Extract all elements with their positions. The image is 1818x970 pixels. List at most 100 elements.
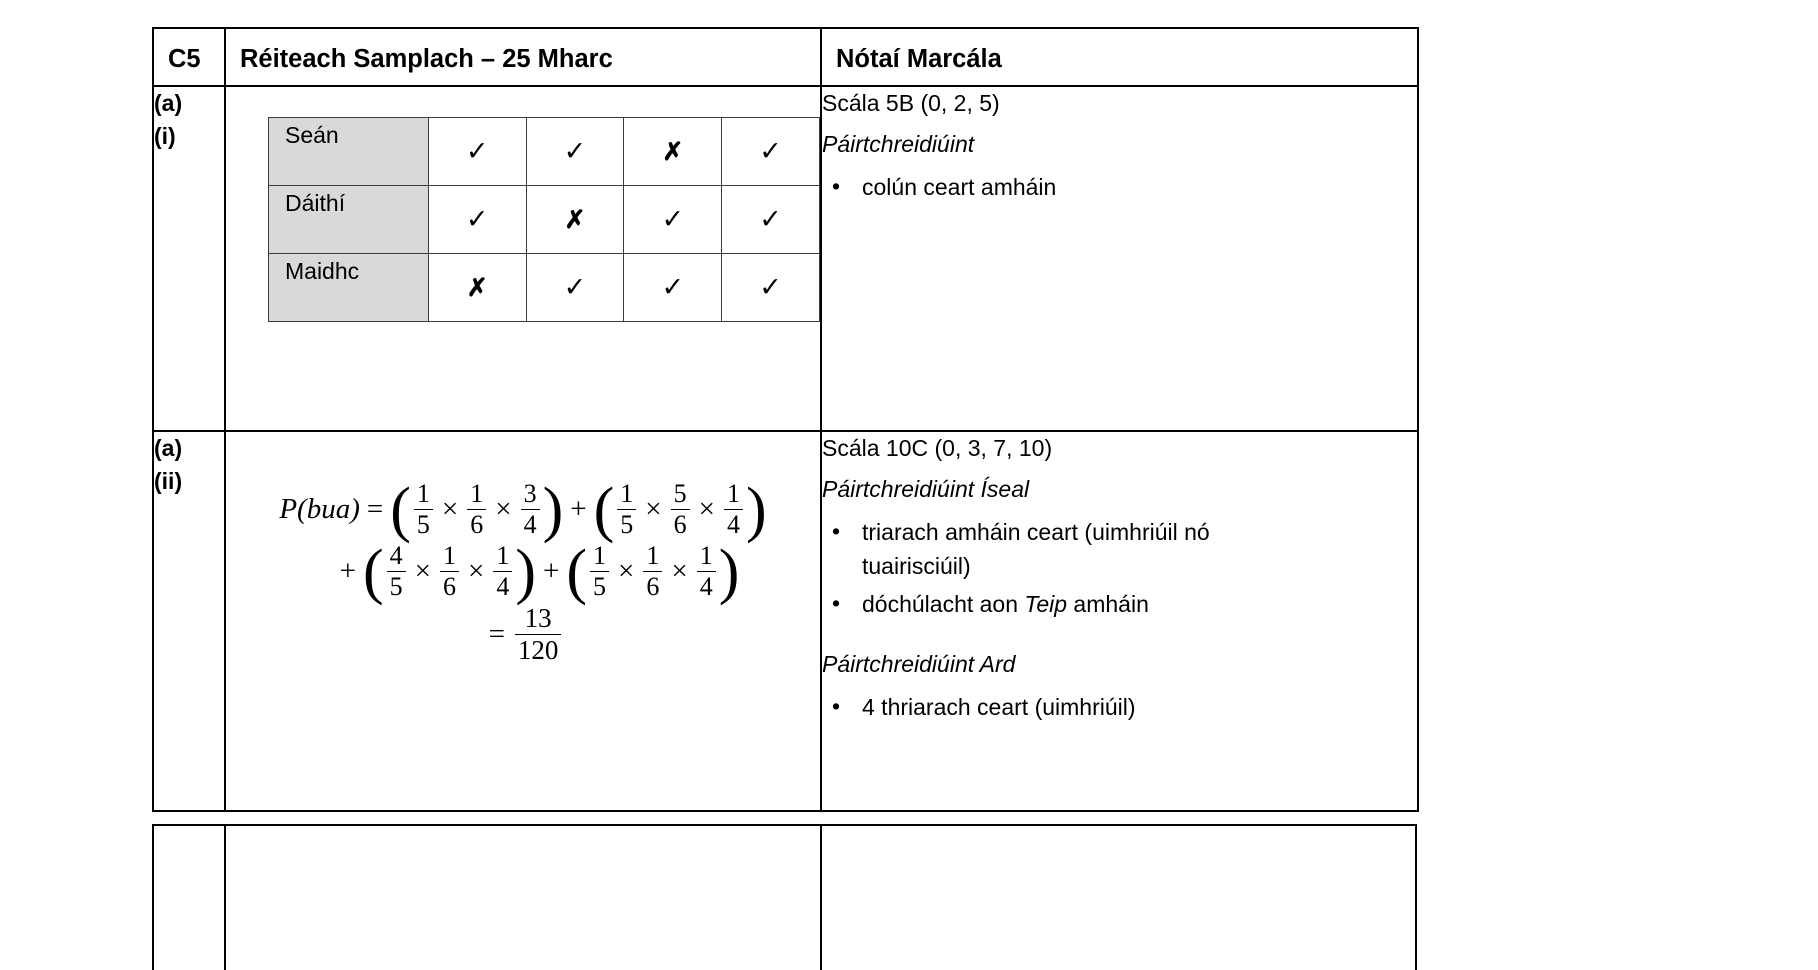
grid-cell-sean-2: ✓	[525, 117, 625, 186]
cross-icon: ✗	[466, 274, 488, 302]
grid-cell-daithi-1: ✓	[427, 185, 527, 254]
equals-sign: =	[366, 492, 384, 525]
table-edge-right	[1415, 824, 1417, 970]
equals-sign: =	[488, 617, 505, 650]
question-subpart: (ii)	[154, 467, 183, 494]
tick-icon: ✓	[563, 136, 587, 166]
header-solution-column: Réiteach Samplach – 25 Mharc	[224, 27, 822, 87]
cross-icon: ✗	[564, 206, 586, 234]
times-sign: ×	[495, 492, 512, 525]
grid-name-maidhc: Maidhc	[268, 253, 429, 322]
question-label-a-i: (a) (i)	[152, 85, 226, 432]
table-edge-mid2	[820, 824, 822, 970]
note-low-heading: Páirtchreidiúint Íseal	[822, 476, 1030, 503]
marking-scheme-table: C5 Réiteach Samplach – 25 Mharc Nótaí Ma…	[152, 27, 1419, 812]
grid-name-daithi: Dáithí	[268, 185, 429, 254]
question-code-text: C5	[168, 44, 201, 73]
solution-cell-a-i: Seán ✓ ✓ ✗ ✓ Dáithí ✓ ✗ ✓ ✓ Maidhc	[224, 85, 822, 432]
bullet-text: triarach amháin ceart (uimhriúil nó	[862, 518, 1210, 545]
grid-cell-daithi-2: ✗	[525, 185, 625, 254]
table-row: (a) (i) Seán ✓ ✓ ✗ ✓ Dáithí ✓ ✗	[152, 85, 1419, 432]
tick-icon: ✓	[465, 136, 489, 166]
grid-cell-daithi-3: ✓	[623, 185, 723, 254]
note-partial-heading-a-i: Páirtchreidiúint	[822, 131, 975, 158]
note-bullet-list-a-i: colún ceart amháin	[822, 169, 1417, 205]
times-sign: ×	[414, 554, 431, 587]
notes-cell-a-i: Scála 5B (0, 2, 5) Páirtchreidiúint colú…	[820, 85, 1419, 432]
spacer	[822, 624, 1417, 648]
plus-sign: +	[543, 554, 560, 587]
tick-icon: ✓	[465, 204, 489, 234]
times-sign: ×	[671, 554, 688, 587]
grid-cell-sean-3: ✗	[623, 117, 723, 186]
note-high-heading: Páirtchreidiúint Ard	[822, 651, 1016, 678]
grid-cell-sean-1: ✓	[427, 117, 527, 186]
grid-cell-maidhc-1: ✗	[427, 253, 527, 322]
tick-icon: ✓	[661, 204, 685, 234]
tick-cross-grid: Seán ✓ ✓ ✗ ✓ Dáithí ✓ ✗ ✓ ✓ Maidhc	[268, 117, 820, 322]
grid-name-sean: Seán	[268, 117, 429, 186]
times-sign: ×	[645, 492, 662, 525]
list-item: 4 thriarach ceart (uimhriúil)	[822, 689, 1417, 725]
tick-icon: ✓	[759, 136, 782, 166]
times-sign: ×	[467, 554, 485, 587]
tick-icon: ✓	[563, 272, 587, 302]
table-row: Maidhc ✗ ✓ ✓ ✓	[268, 253, 820, 322]
note-low-bullet-list: triarach amháin ceart (uimhriúil nó tuai…	[822, 514, 1417, 622]
table-edge-left	[152, 824, 154, 970]
question-part: (a)	[154, 90, 183, 116]
bullet-text-after: amháin	[1067, 590, 1149, 617]
list-item: triarach amháin ceart (uimhriúil nó tuai…	[822, 514, 1417, 584]
grid-cell-daithi-4: ✓	[721, 185, 820, 254]
times-sign: ×	[618, 554, 635, 587]
tick-icon: ✓	[661, 272, 685, 302]
bullet-text-italic: Teip	[1024, 590, 1068, 617]
question-part: (a)	[154, 435, 183, 461]
plus-sign: +	[339, 554, 356, 587]
header-question-code: C5	[152, 27, 226, 87]
bullet-text: dóchúlacht aon	[862, 590, 1025, 617]
bullet-text-wrap: tuairisciúil)	[862, 553, 971, 580]
note-scale-a-ii: Scála 10C (0, 3, 7, 10)	[822, 435, 1053, 461]
question-label-a-ii: (a) (ii)	[152, 430, 226, 812]
plus-sign: +	[570, 492, 587, 525]
times-sign: ×	[441, 492, 459, 525]
question-subpart: (i)	[154, 122, 176, 149]
grid-cell-maidhc-4: ✓	[721, 253, 820, 322]
tick-icon: ✓	[759, 272, 782, 302]
tick-icon: ✓	[759, 204, 782, 234]
table-edge-mid	[224, 824, 226, 970]
note-scale-a-i: Scála 5B (0, 2, 5)	[822, 90, 1000, 116]
grid-cell-maidhc-3: ✓	[623, 253, 723, 322]
table-bottom-rule	[152, 824, 1417, 826]
header-notes-column: Nótaí Marcála	[820, 27, 1419, 87]
grid-cell-sean-4: ✓	[721, 117, 820, 186]
note-high-bullet-list: 4 thriarach ceart (uimhriúil)	[822, 689, 1417, 725]
times-sign: ×	[698, 492, 715, 525]
table-header-row: C5 Réiteach Samplach – 25 Mharc Nótaí Ma…	[152, 27, 1419, 87]
list-item: dóchúlacht aon Teip amháin	[822, 586, 1417, 622]
list-item: colún ceart amháin	[822, 169, 1417, 205]
table-row: Dáithí ✓ ✗ ✓ ✓	[268, 185, 820, 254]
grid-cell-maidhc-2: ✓	[525, 253, 625, 322]
